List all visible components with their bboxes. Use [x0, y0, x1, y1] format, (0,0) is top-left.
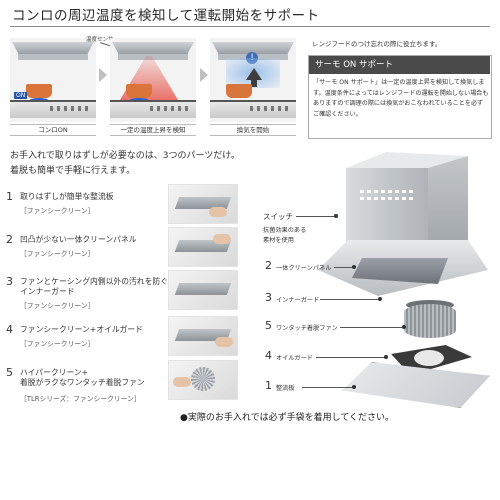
- intro-line-2: 着脱も簡単で手軽に行えます。: [10, 166, 136, 176]
- stove-knobs: [150, 106, 190, 111]
- panel-shape: [174, 283, 232, 295]
- pot-illustration: [26, 84, 52, 98]
- leader-line: [316, 357, 386, 358]
- leader-line: [340, 327, 404, 328]
- pot-illustration: [226, 84, 252, 98]
- hood-bottom: [118, 54, 188, 60]
- range-hood-illustration: [212, 42, 294, 54]
- part-title: 取りはずしが簡単な整流板: [20, 192, 114, 201]
- duct-vents-2: [360, 197, 416, 200]
- step-label-1: コンロON: [10, 124, 96, 136]
- duct-side: [428, 156, 468, 256]
- arrow-up-icon: [246, 68, 262, 80]
- hand-illustration: [209, 207, 227, 217]
- leader-dot: [352, 385, 356, 389]
- leader-line: [302, 387, 354, 388]
- duct-vents: [360, 190, 416, 193]
- part-photo-4: [168, 316, 238, 356]
- part-title: 凹凸が少ない一体クリーンパネル: [20, 235, 137, 244]
- part-number: 5: [6, 366, 13, 379]
- step-diagram-1: ON: [10, 38, 96, 122]
- part-photo-5: [168, 360, 238, 400]
- part-title: ファンシークリーン+オイルガード: [20, 325, 143, 334]
- leader-line: [320, 299, 380, 300]
- step-diagram-2: [110, 38, 196, 122]
- page-title: コンロの周辺温度を検知して運転開始をサポート: [12, 8, 320, 24]
- range-hood-illustration: [112, 42, 194, 54]
- part-number: 2: [6, 233, 13, 246]
- reminder-note: レンジフードのつけ忘れの際に役立ちます。: [312, 40, 442, 48]
- thermo-description: 「サーモ ON サポート」は一定の温度上昇を検知して換気します。温度条件によって…: [313, 79, 489, 118]
- sensor-label: 温度センサー: [86, 37, 120, 43]
- label-antibac-1: 抗菌効果のある: [263, 227, 307, 234]
- stove-knobs: [250, 106, 290, 111]
- label-num-4: 4: [265, 349, 272, 362]
- leader-dot: [334, 214, 338, 218]
- pot-illustration: [126, 84, 152, 98]
- label-switch: スイッチ: [263, 212, 293, 221]
- part-sub: ［ファンシークリーン］: [20, 340, 95, 348]
- part-photo-1: [168, 184, 238, 224]
- label-num-1: 1: [265, 379, 272, 392]
- label-oil-guard: オイルガード: [276, 355, 313, 362]
- part-number: 1: [6, 190, 13, 203]
- fan-illustration: [404, 304, 456, 338]
- leader-line: [334, 267, 354, 268]
- hand-illustration: [215, 337, 233, 347]
- part-sub: ［TLRシリーズ：ファンシークリーン］: [20, 395, 141, 403]
- stove-knobs: [50, 106, 90, 111]
- step-label-3: 換気を開始: [210, 124, 296, 136]
- leader-dot: [402, 325, 406, 329]
- label-num-2: 2: [265, 259, 272, 272]
- arrow-up-stem: [251, 79, 257, 87]
- part-sub: ［ファンシークリーン］: [20, 250, 95, 258]
- leader-line: [296, 216, 336, 217]
- part-title: ハイパークリーン+: [20, 368, 89, 377]
- arrow-right-icon: [200, 68, 208, 82]
- part-title-2: インナーガード: [20, 287, 75, 296]
- label-antibac-2: 素材を使用: [263, 237, 294, 244]
- part-number: 3: [6, 275, 13, 288]
- rectifier-plate-illustration: [342, 362, 490, 408]
- leader-dot: [384, 355, 388, 359]
- hand-illustration: [213, 234, 231, 244]
- fan-illustration: [191, 367, 215, 391]
- label-num-5: 5: [265, 319, 272, 332]
- step-label-2: 一定の温度上昇を検知: [110, 124, 196, 136]
- part-number: 4: [6, 323, 13, 336]
- label-inner-guard: インナーガード: [276, 297, 320, 304]
- leader-dot: [378, 297, 382, 301]
- leader-dot: [352, 265, 356, 269]
- range-hood-illustration: [12, 42, 94, 54]
- arrow-right-icon: [99, 68, 107, 82]
- part-sub: ［ファンシークリーン］: [20, 207, 95, 215]
- part-title-2: 着脱がラクなワンタッチ着脱ファン: [20, 378, 145, 387]
- part-sub: ［ファンシークリーン］: [20, 302, 95, 310]
- oil-guard-hole: [414, 350, 444, 366]
- part-photo-2: [168, 227, 238, 267]
- title-divider: [10, 26, 490, 27]
- on-badge: ON: [14, 92, 28, 99]
- label-fan: ワンタッチ着脱ファン: [276, 325, 338, 332]
- step-diagram-3: !: [210, 38, 296, 122]
- intro-line-1: お手入れで取りはずしが必要なのは、3つのパーツだけ。: [10, 151, 240, 161]
- part-photo-3: [168, 270, 238, 310]
- label-clean-panel: 一体クリーンパネル: [276, 265, 332, 272]
- label-rectifier: 整流板: [276, 385, 295, 392]
- glove-notice: ●実際のお手入れでは必ず手袋を着用してください。: [180, 413, 395, 423]
- hood-bottom: [18, 54, 88, 60]
- label-num-3: 3: [265, 291, 272, 304]
- part-title: ファンとケーシング内側以外の汚れを防ぐ: [20, 277, 168, 286]
- thermo-heading: サーモ ON サポート: [309, 56, 490, 74]
- hand-illustration: [173, 377, 191, 387]
- duct-top: [346, 152, 468, 168]
